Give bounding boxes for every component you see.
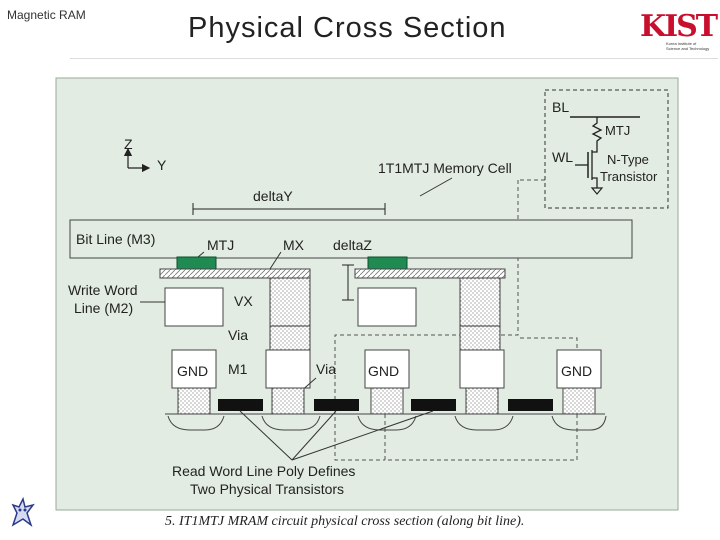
logo-subtitle-1: Korea Institute of <box>666 41 697 46</box>
cell-connections <box>334 179 578 461</box>
bit-line-label: Bit Line (M3) <box>76 231 155 247</box>
delta-y-label: deltaY <box>253 188 293 204</box>
inset-mtj-resistor <box>591 117 603 146</box>
contact-5 <box>562 387 596 415</box>
logo-mark: KIST <box>640 9 718 44</box>
vx-label: VX <box>234 293 253 309</box>
bit-line <box>69 219 633 259</box>
vx-column-1 <box>269 277 311 327</box>
kist-logo: KIST Korea Institute of Science and Tech… <box>640 10 718 54</box>
section-label: Magnetic RAM <box>7 8 86 22</box>
contact-1 <box>177 387 211 415</box>
mtj-stack-2 <box>367 256 408 270</box>
write-word-line-2 <box>357 287 417 327</box>
write-word-line-label-2: Line (M2) <box>74 300 133 316</box>
poly-gate-2 <box>314 399 359 411</box>
memory-cell-pointer <box>419 177 453 197</box>
header-divider <box>70 58 718 59</box>
inset-box <box>544 89 669 209</box>
m1-pad-2 <box>459 349 505 389</box>
gnd-pad-1 <box>171 349 217 389</box>
page-title: Physical Cross Section <box>188 12 507 44</box>
read-word-line-pointers <box>239 410 434 461</box>
m1-label: M1 <box>228 361 248 377</box>
gnd-label-2: GND <box>368 363 399 379</box>
inset-mtj-label: MTJ <box>605 123 630 138</box>
inset-wl-label: WL <box>552 149 573 165</box>
inset-transistor-label: Transistor <box>600 169 658 184</box>
mtj-stack-1 <box>176 256 217 270</box>
contact-4 <box>465 387 499 415</box>
mx-layer-1 <box>159 268 311 279</box>
inset-ntype-label: N-Type <box>607 152 649 167</box>
figure-caption: 5. IT1MTJ MRAM circuit physical cross se… <box>165 514 525 529</box>
poly-gate-1 <box>218 399 263 411</box>
poly-gate-4 <box>508 399 553 411</box>
gnd-label-3: GND <box>561 363 592 379</box>
poly-gate-3 <box>411 399 456 411</box>
memory-cell-label: 1T1MTJ Memory Cell <box>378 160 512 176</box>
write-word-line-label-1: Write Word <box>68 282 138 298</box>
diffusion-wells <box>167 415 607 431</box>
delta-z-label: deltaZ <box>333 237 372 253</box>
gnd-pad-3 <box>556 349 602 389</box>
mx-label: MX <box>283 237 305 253</box>
mascot-icon <box>11 496 35 528</box>
mtj-label: MTJ <box>207 237 234 253</box>
gnd-label-1: GND <box>177 363 208 379</box>
via-label-1: Via <box>228 327 248 343</box>
contact-2 <box>271 387 305 415</box>
inset-transistor <box>591 146 598 188</box>
gnd-pad-2 <box>364 349 410 389</box>
inset-bl-label: BL <box>552 99 569 115</box>
logo-subtitle-2: Science and Technology <box>666 46 710 51</box>
read-word-line-label-1: Read Word Line Poly Defines <box>172 463 355 479</box>
via-upper-1 <box>269 325 311 351</box>
read-word-line-label-2: Two Physical Transistors <box>190 481 344 497</box>
write-word-line-1 <box>164 287 224 327</box>
m1-pad-1 <box>265 349 311 389</box>
inset-ground <box>590 187 604 195</box>
via-upper-2 <box>459 325 501 351</box>
axis-z-label: Z <box>124 136 133 152</box>
via-label-2: Via <box>316 361 336 377</box>
vx-column-2 <box>459 277 501 327</box>
contact-3 <box>370 387 404 415</box>
mx-layer-2 <box>354 268 506 279</box>
axis-y-label: Y <box>157 157 167 173</box>
